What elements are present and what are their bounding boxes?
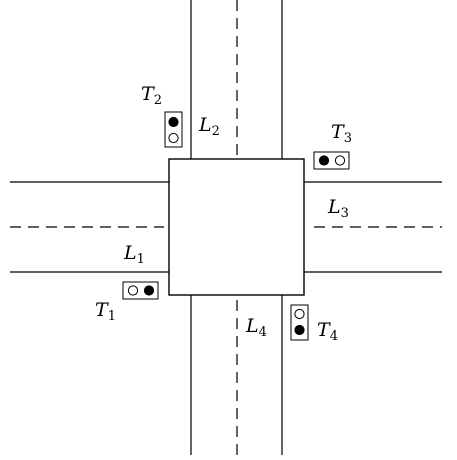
signal-t3-lamp-left: [318, 155, 330, 166]
road-label-l2: L2: [198, 114, 220, 139]
signal-t3: [313, 151, 350, 170]
signal-t1: [122, 281, 159, 300]
signal-t4-lamp-top: [294, 308, 305, 320]
signal-label-t1: T1: [95, 299, 116, 324]
signal-t4: [290, 304, 309, 341]
signal-t2: [164, 111, 183, 148]
road-label-l1: L1: [123, 242, 145, 267]
signal-label-t4: T4: [317, 319, 338, 344]
intersection-box: [168, 158, 305, 296]
signal-label-t3: T3: [331, 121, 352, 146]
signal-label-t2: T2: [141, 83, 162, 108]
signal-t2-lamp-top: [168, 116, 179, 128]
road-label-l4: L4: [245, 315, 267, 340]
road-label-l3: L3: [327, 196, 349, 221]
signal-t2-lamp-bottom: [168, 132, 179, 144]
signal-t1-lamp-left: [127, 285, 139, 296]
signal-t3-lamp-right: [334, 155, 346, 166]
signal-t4-lamp-bottom: [294, 324, 305, 336]
signal-t1-lamp-right: [143, 285, 155, 296]
